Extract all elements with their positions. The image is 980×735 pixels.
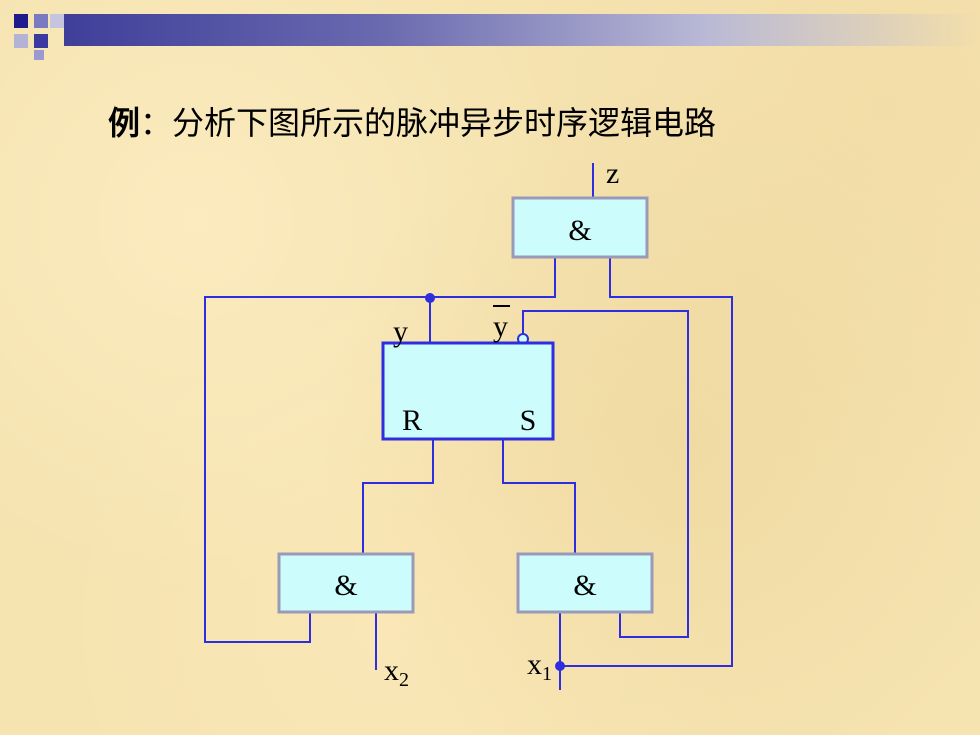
and-gate-left <box>277 552 415 614</box>
wire-top-gate-right-input <box>560 257 733 667</box>
junction-dot-y <box>425 293 435 303</box>
wire-ybar-feedback <box>522 310 689 638</box>
page-title: 例：分析下图所示的脉冲异步时序逻辑电路 <box>108 98 716 144</box>
x2-subscript: 2 <box>399 669 409 691</box>
x2-base: x <box>384 654 399 687</box>
signal-x1-label: x1 <box>527 648 552 685</box>
and-gate-top-label: & <box>568 214 591 247</box>
deco-square <box>14 14 28 28</box>
header-gradient-bar <box>64 14 980 46</box>
rs-flipflop <box>381 341 555 441</box>
signal-z-label: z <box>606 157 619 190</box>
signal-ybar-label: y <box>493 310 508 343</box>
and-gate-right-label: & <box>573 569 596 602</box>
and-gate-left-label: & <box>334 569 357 602</box>
wire-r-input <box>362 440 434 554</box>
deco-square <box>34 50 44 60</box>
deco-square <box>14 34 28 48</box>
wire-s-input <box>502 440 576 554</box>
flipflop-r-label: R <box>402 404 422 437</box>
junction-dot-x1 <box>555 661 565 671</box>
signal-y-label: y <box>393 315 408 348</box>
x1-subscript: 1 <box>542 663 552 685</box>
deco-square <box>34 34 48 48</box>
x1-base: x <box>527 648 542 681</box>
and-gate-top <box>511 196 649 259</box>
deco-square <box>50 14 64 28</box>
wire-y-feedback <box>204 296 430 643</box>
title-prefix: 例 <box>108 104 141 142</box>
flipflop-s-label: S <box>520 404 537 437</box>
title-separator: ： <box>140 104 173 142</box>
and-gate-right <box>516 552 654 614</box>
deco-square <box>34 14 48 28</box>
signal-x2-label: x2 <box>384 654 409 691</box>
wire-top-gate-left-input <box>430 257 556 298</box>
title-text: 分析下图所示的脉冲异步时序逻辑电路 <box>172 104 717 142</box>
